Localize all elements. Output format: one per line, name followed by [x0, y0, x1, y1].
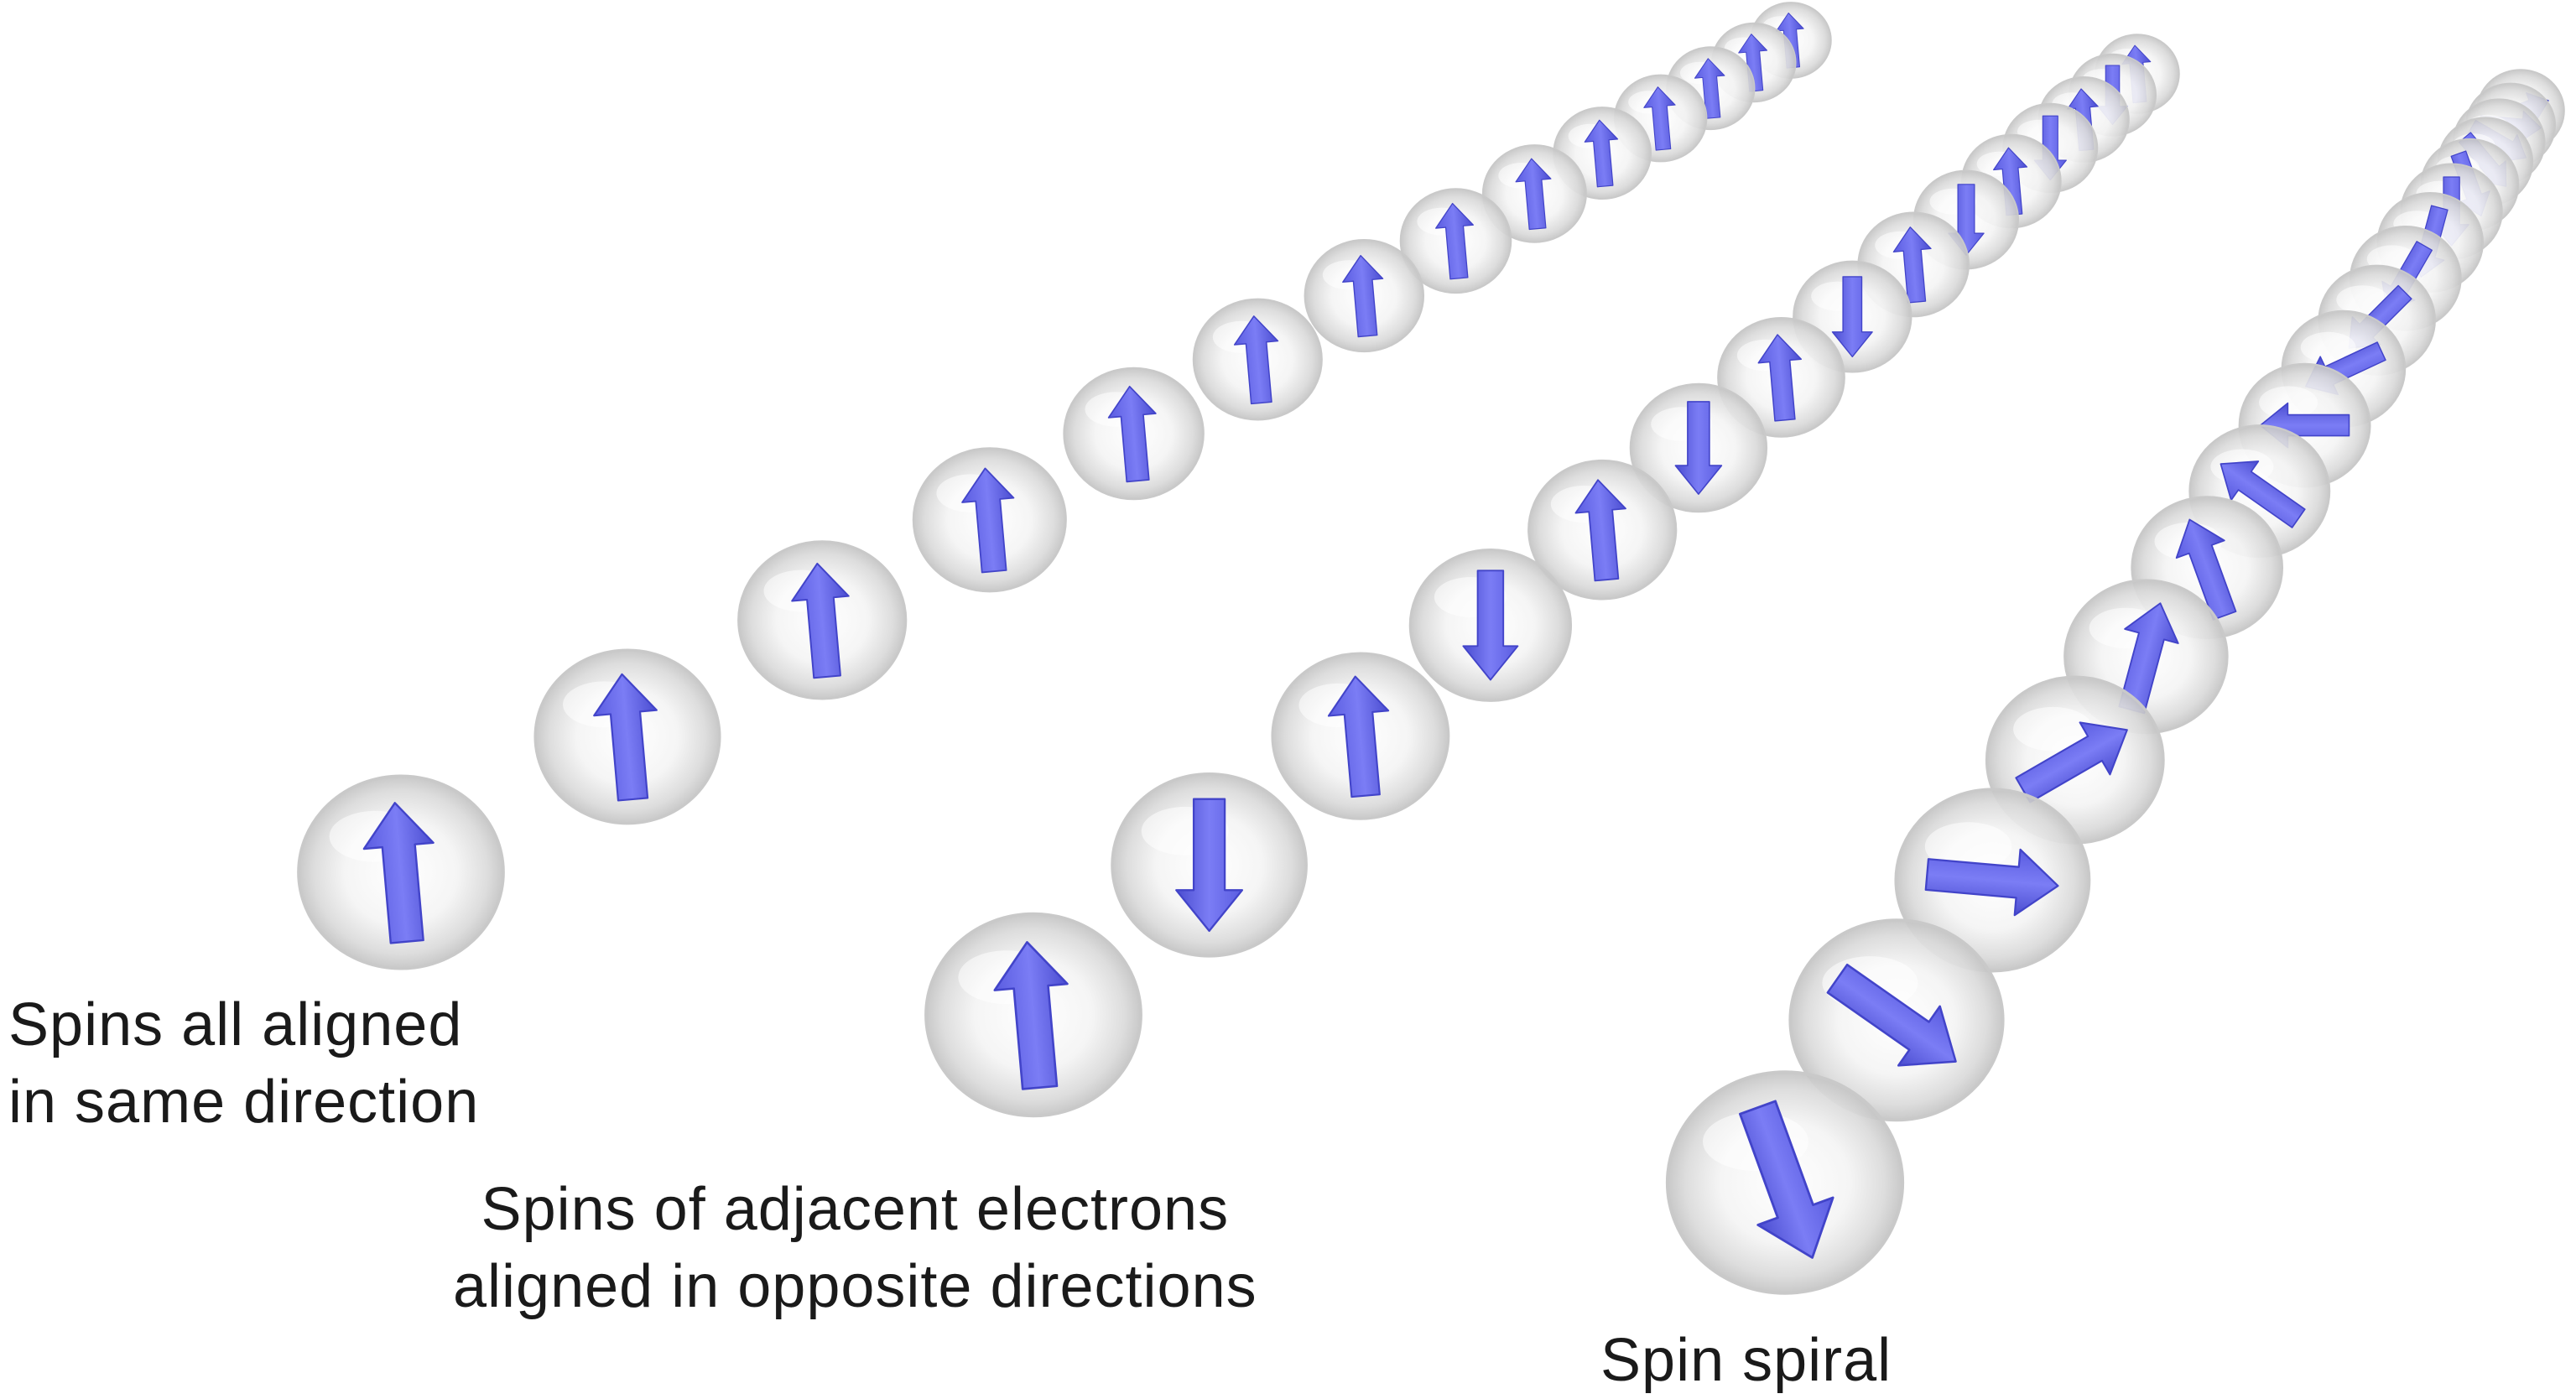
sphere-highlight: [1924, 822, 2012, 871]
spin-arrow: [1826, 963, 1957, 1067]
spin-arrow: [1831, 276, 1873, 358]
spin-arrow: [1738, 1100, 1834, 1259]
caption-antiparallel: Spins of adjacent electrons aligned in o…: [453, 1171, 1257, 1325]
spin-electron: [1408, 548, 1573, 702]
spin-electron: [737, 540, 908, 700]
chain-antiparallel-spins: [924, 34, 2180, 1118]
spin-electron: [1399, 188, 1512, 294]
caption-aligned-line-2: in same direction: [8, 1069, 480, 1136]
spin-arrow: [1694, 58, 1725, 119]
sphere-highlight: [2013, 706, 2093, 752]
spin-arrow: [1674, 401, 1723, 495]
spin-electron: [924, 912, 1142, 1118]
spin-arrow: [2175, 518, 2237, 621]
spin-electron: [1527, 459, 1678, 601]
caption-spiral-line-1: Spin spiral: [1600, 1327, 1892, 1394]
spin-arrow: [961, 467, 1015, 574]
sphere-highlight: [2336, 285, 2389, 315]
spin-arrow: [1342, 254, 1384, 338]
sphere-highlight: [2300, 331, 2356, 363]
spin-arrow: [593, 673, 658, 802]
spin-arrow: [1924, 848, 2059, 917]
spin-electron: [1894, 788, 2091, 973]
spin-arrow: [2015, 721, 2128, 804]
caption-aligned-line-1: Spins all aligned: [8, 991, 463, 1058]
spin-arrow: [1515, 158, 1552, 231]
caption-antiparallel-line-1: Spins of adjacent electrons: [481, 1176, 1230, 1243]
chain-spiral-spins: [1665, 69, 2565, 1295]
chain-aligned-spins: [297, 2, 1832, 970]
spin-arrow: [1233, 315, 1279, 405]
spin-arrow: [1757, 334, 1803, 422]
sphere-highlight: [2259, 386, 2318, 419]
caption-antiparallel-line-2: aligned in opposite directions: [453, 1253, 1257, 1320]
spin-electron: [1063, 367, 1205, 501]
spin-electron: [912, 447, 1067, 593]
spin-electron: [1192, 298, 1323, 421]
spin-electron: [1788, 918, 2005, 1122]
spin-electron: [533, 648, 721, 825]
spin-electron: [1271, 652, 1450, 820]
spin-electron: [1304, 239, 1425, 353]
spin-electron: [1481, 144, 1587, 243]
spin-arrow: [1435, 202, 1474, 280]
spin-arrow: [1574, 479, 1626, 582]
spin-arrow: [993, 941, 1069, 1090]
spin-arrow: [1327, 675, 1390, 798]
caption-aligned: Spins all aligned in same direction: [8, 986, 479, 1141]
spin-electron: [1665, 1070, 1905, 1295]
caption-spiral: Spin spiral: [1600, 1322, 1892, 1399]
spin-arrow: [2220, 460, 2306, 528]
spin-electron: [1629, 382, 1768, 513]
spin-electron: [297, 774, 505, 970]
spin-arrow: [1175, 798, 1244, 933]
spin-arrow: [1107, 385, 1157, 483]
spin-arrow: [1643, 86, 1676, 151]
spin-electron: [1111, 772, 1308, 958]
spin-arrow: [1462, 569, 1519, 681]
spin-arrow: [1584, 119, 1619, 188]
spin-arrow: [791, 562, 850, 679]
spin-arrow: [1738, 34, 1768, 92]
spin-arrow: [362, 802, 435, 944]
spin-arrow: [1892, 226, 1932, 304]
